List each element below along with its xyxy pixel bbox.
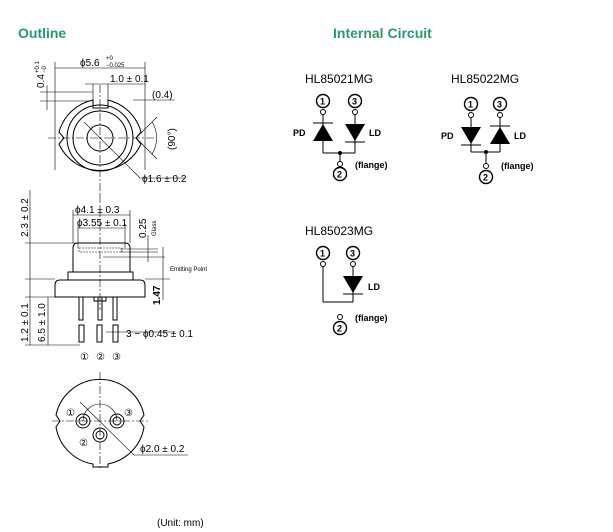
outline-title: Outline xyxy=(18,25,66,41)
pin-3: 3 xyxy=(352,97,357,107)
cap-dia-label: ϕ4.1 ± 0.3 xyxy=(75,205,120,216)
pd-label: PD xyxy=(441,131,454,141)
pin-label-1: ① xyxy=(80,352,89,363)
unit-label: (Unit: mm) xyxy=(157,518,204,529)
photodiode-icon xyxy=(461,127,481,144)
angle-label: (90°) xyxy=(167,128,178,150)
lead-dia-label: 3 − ϕ0.45 ± 0.1 xyxy=(126,329,193,340)
bottom-pin-label-3: ③ xyxy=(124,408,133,419)
circuit-hl85023mg: HL85023MG 1 3 2 LD (flange) xyxy=(305,224,388,336)
pin-1: 1 xyxy=(320,97,325,107)
pin-label-2: ② xyxy=(96,352,105,363)
internal-circuit-title: Internal Circuit xyxy=(333,25,432,41)
lead-length-label: 6.5 ± 1.0 xyxy=(37,303,48,342)
inner-dia-label: ϕ1.6 ± 0.2 xyxy=(142,174,187,185)
side-view: ϕ4.1 ± 0.3 ϕ3.55 ± 0.1 0.25 Glass Emitti… xyxy=(20,190,207,363)
notch-depth-label: 0.4 xyxy=(36,74,47,88)
top-dia-tol-plus: +0 xyxy=(106,56,114,62)
glass-label: Glass xyxy=(152,221,158,236)
pin-label-3: ③ xyxy=(112,352,121,363)
flange-thickness-label: 1.2 ± 0.1 xyxy=(20,303,31,342)
part-number: HL85023MG xyxy=(305,224,373,238)
top-view: ϕ5.6 +0 −0.025 1.0 ± 0.1 (0.4) 0.4 +0.1 … xyxy=(35,56,187,195)
flange-label: (flange) xyxy=(501,161,534,171)
bottom-view: ① ② ③ ϕ2.0 ± 0.2 xyxy=(52,372,188,470)
flange-label: (flange) xyxy=(355,160,388,170)
circuit-hl85021mg: HL85021MG 1 3 2 PD LD (flange) xyxy=(293,72,388,182)
laser-diode-icon xyxy=(490,127,510,144)
pcd-label: ϕ2.0 ± 0.2 xyxy=(140,444,185,455)
photodiode-icon xyxy=(313,124,333,141)
notch-width-label: 1.0 ± 0.1 xyxy=(110,74,149,85)
glass-thickness-label: 0.25 xyxy=(138,218,149,238)
laser-diode-icon xyxy=(343,276,363,293)
part-number: HL85021MG xyxy=(305,72,373,86)
pin-2: 2 xyxy=(337,170,342,180)
laser-diode-icon xyxy=(345,124,365,141)
pd-label: PD xyxy=(293,128,306,138)
bottom-pin-label-2: ② xyxy=(79,438,88,449)
window-dia-label: ϕ3.55 ± 0.1 xyxy=(77,218,127,229)
pin-1: 1 xyxy=(468,100,473,110)
ld-label: LD xyxy=(368,282,380,292)
offset-label: (0.4) xyxy=(152,90,173,101)
bottom-pin-label-1: ① xyxy=(66,408,75,419)
pin-3: 3 xyxy=(497,100,502,110)
pin-1: 1 xyxy=(320,249,325,259)
pin-2: 2 xyxy=(337,324,342,334)
flange-label: (flange) xyxy=(355,313,388,323)
part-number: HL85022MG xyxy=(451,72,519,86)
ld-label: LD xyxy=(514,131,526,141)
emit-height-label: 1.47 xyxy=(152,285,163,305)
top-dia-tol-minus: −0.025 xyxy=(106,63,125,69)
top-dia-label: ϕ5.6 xyxy=(80,58,100,69)
notch-depth-tol-minus: −0 xyxy=(42,65,48,73)
ld-label: LD xyxy=(369,128,381,138)
pin-2: 2 xyxy=(483,173,488,183)
emitting-point-label: Emitting Point xyxy=(170,267,207,273)
height-label: 2.3 ± 0.2 xyxy=(20,198,31,237)
notch-depth-tol-plus: +0.1 xyxy=(35,60,41,73)
pin-3: 3 xyxy=(350,249,355,259)
circuit-hl85022mg: HL85022MG 1 3 2 PD LD (flange) xyxy=(441,72,534,185)
